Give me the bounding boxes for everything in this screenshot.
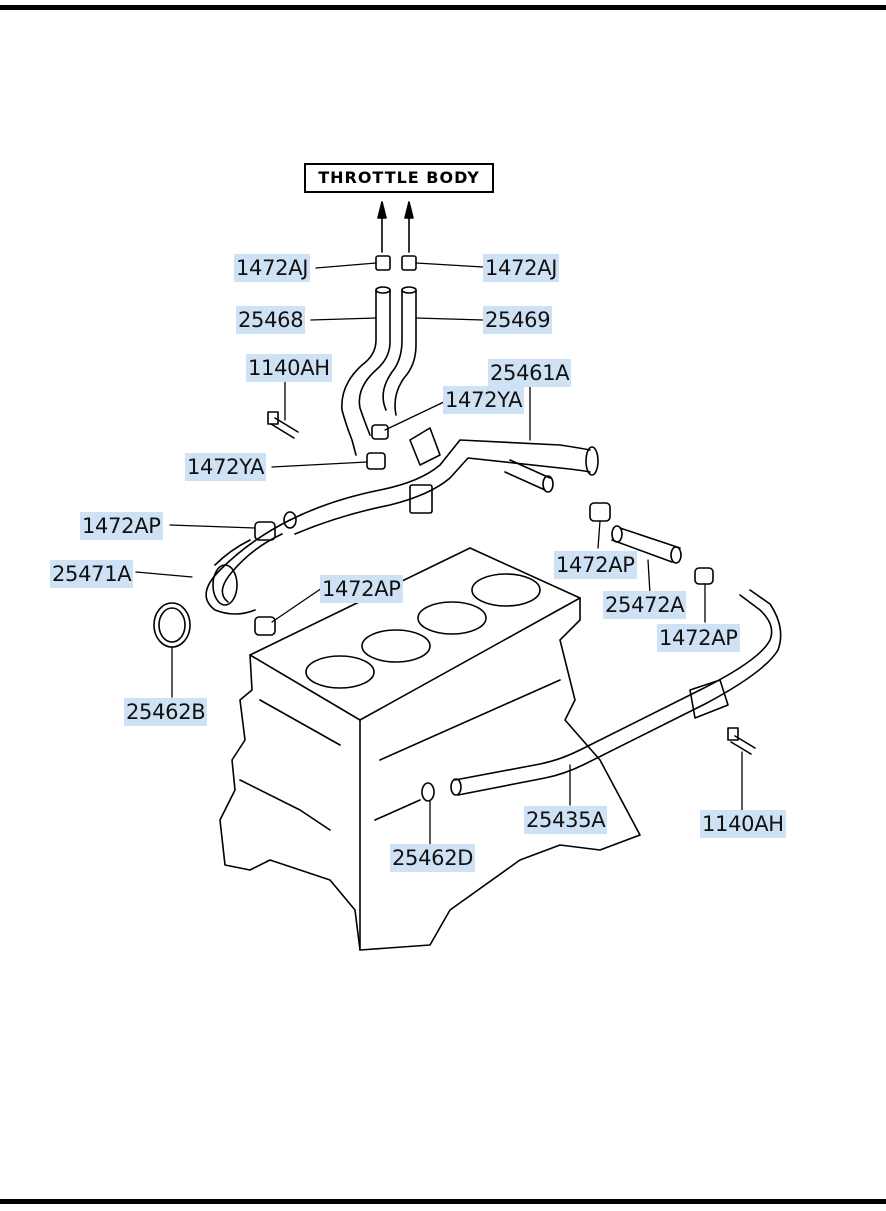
leader-lines (135, 262, 743, 845)
pipe-25461a (289, 427, 599, 535)
label-1140ah-bottom[interactable]: 1140AH (700, 810, 786, 838)
label-1472aj-left[interactable]: 1472AJ (234, 254, 311, 282)
label-25462d[interactable]: 25462D (390, 844, 476, 872)
label-25471a[interactable]: 25471A (50, 560, 134, 588)
label-1472aj-right[interactable]: 1472AJ (483, 254, 560, 282)
label-1140ah-top[interactable]: 1140AH (246, 354, 332, 382)
hose-25472a (611, 525, 682, 564)
bolts-1140ah (267, 411, 756, 755)
oring-25462d (421, 782, 435, 802)
label-25461a[interactable]: 25461A (488, 359, 572, 387)
label-1472ya-upper[interactable]: 1472YA (443, 386, 525, 414)
bottom-border-line (0, 1199, 886, 1204)
label-1472ap-far-right[interactable]: 1472AP (657, 624, 740, 652)
hose-25468-25469 (341, 286, 417, 456)
label-1472ap-center[interactable]: 1472AP (320, 575, 403, 603)
label-25469[interactable]: 25469 (483, 306, 553, 334)
pipe-25435a (450, 589, 782, 796)
label-25472a[interactable]: 25472A (603, 591, 687, 619)
label-25435a[interactable]: 25435A (524, 806, 608, 834)
label-1472ap-right[interactable]: 1472AP (554, 551, 637, 579)
top-border-line (0, 5, 886, 10)
label-1472ap-left[interactable]: 1472AP (80, 512, 163, 540)
label-25462b[interactable]: 25462B (124, 698, 208, 726)
engine-block (219, 547, 641, 951)
label-25468[interactable]: 25468 (236, 306, 306, 334)
label-1472ya-lower[interactable]: 1472YA (185, 453, 267, 481)
throttle-body-title: THROTTLE BODY (304, 163, 494, 193)
throttle-arrows (375, 201, 417, 271)
clamps (254, 424, 714, 636)
